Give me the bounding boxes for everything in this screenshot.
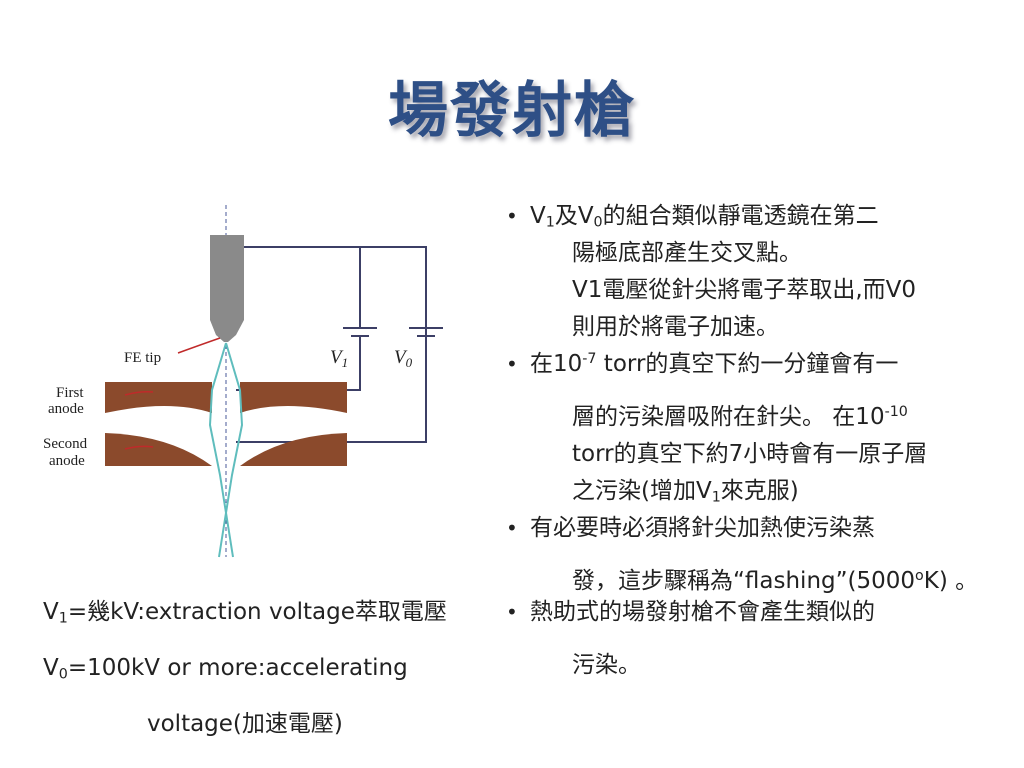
v1-letter: V: [330, 347, 344, 368]
bullet-1-line-1: V1及V0的組合類似靜電透鏡在第二: [530, 198, 1010, 235]
text: 層的污染層吸附在針尖。 在10: [572, 404, 885, 430]
bullet-item-1: • V1及V0的組合類似靜電透鏡在第二 陽極底部產生交叉點。 V1電壓從針尖將電…: [500, 198, 1010, 346]
text: torr的真空下約一分鐘會有一: [596, 351, 899, 377]
voltage-definitions: V1=幾kV:extraction voltage萃取電壓 V0=100kV o…: [43, 590, 503, 758]
v0-letter: V: [394, 347, 408, 368]
second-anode-arrow: [124, 445, 154, 450]
bullet-2-line-1: 在10-7 torr的真空下約一分鐘會有一: [530, 346, 1010, 383]
v0-subscript: 0: [406, 355, 413, 370]
second-anode-label-1: Second: [43, 436, 88, 452]
bullet-item-4: • 熱助式的場發射槍不會產生類似的 污染。: [500, 594, 1010, 684]
superscript: -7: [582, 351, 597, 368]
text: 及V: [554, 203, 594, 229]
first-anode-label-1: First: [56, 385, 84, 401]
bullet-4-line-2: 污染。: [572, 652, 641, 678]
bullet-4-line-1: 熱助式的場發射槍不會產生類似的: [530, 599, 875, 625]
v0-definition: V0=100kV or more:accelerating: [43, 646, 503, 702]
second-anode-left: [105, 433, 212, 466]
text: 來克服): [720, 478, 799, 504]
superscript: -10: [884, 404, 908, 421]
spacer: [530, 383, 1010, 399]
field-emission-gun-diagram: FE tip First anode Second anode V1 V0: [43, 205, 443, 558]
fe-tip-label: FE tip: [124, 350, 161, 366]
bullet-2-line-4: 之污染(增加V1來克服): [530, 473, 1010, 510]
first-anode-left: [105, 382, 212, 413]
v1-subscript: 1: [342, 355, 349, 370]
subscript: 0: [58, 666, 68, 683]
bullet-3-line-2: 發，這步驟稱為“flashing”(5000oK) 。: [530, 563, 1010, 600]
text: V: [530, 203, 546, 229]
subscript: 0: [593, 214, 603, 231]
text: 之污染(增加V: [572, 478, 712, 504]
first-anode-arrow: [124, 391, 154, 396]
bullet-2-line-2: 層的污染層吸附在針尖。 在10-10: [530, 399, 1010, 436]
bullet-3-line-1: 有必要時必須將針尖加熱使污染蒸: [530, 515, 875, 541]
text: V: [43, 655, 59, 681]
text: 發，這步驟稱為“flashing”(5000: [572, 568, 916, 594]
subscript: 1: [545, 214, 555, 231]
bullet-item-2: • 在10-7 torr的真空下約一分鐘會有一 層的污染層吸附在針尖。 在10-…: [500, 346, 1010, 510]
text: =100kV or more:accelerating: [67, 655, 408, 681]
bullet-marker: •: [506, 204, 518, 228]
bullet-marker: •: [506, 516, 518, 540]
circuit-wires: [236, 246, 427, 443]
v0-definition-continued: voltage(加速電壓): [147, 711, 343, 737]
electron-beam: [208, 342, 244, 558]
v1-label: V1: [330, 347, 348, 370]
label-arrows: [124, 337, 221, 450]
bullet-marker: •: [506, 352, 518, 376]
superscript: o: [915, 568, 924, 585]
bullet-item-3: • 有必要時必須將針尖加熱使污染蒸 發，這步驟稱為“flashing”(5000…: [500, 510, 1010, 600]
spacer: [530, 547, 1010, 563]
bullet-1-line-2: 陽極底部產生交叉點。: [572, 240, 802, 266]
v0-label: V0: [394, 347, 413, 370]
bullet-1-line-4: 則用於將電子加速。: [572, 314, 779, 340]
bullet-1-line-3: V1電壓從針尖將電子萃取出,而V0: [572, 277, 917, 303]
spacer: [530, 631, 1010, 647]
slide-title: 場發射槍: [388, 76, 636, 146]
first-anode-label-2: anode: [48, 401, 84, 417]
text: 在10: [530, 351, 583, 377]
fe-tip-arrow: [177, 337, 221, 354]
text: 的組合類似靜電透鏡在第二: [602, 203, 879, 229]
first-anode-right: [240, 382, 347, 413]
bullet-2-line-3: torr的真空下約7小時會有一原子層: [572, 441, 928, 467]
bullet-marker: •: [506, 600, 518, 624]
text: =幾kV:extraction voltage萃取電壓: [67, 599, 447, 625]
bullet-list: • V1及V0的組合類似靜電透鏡在第二 陽極底部產生交叉點。 V1電壓從針尖將電…: [500, 198, 1010, 684]
second-anode-right: [240, 433, 347, 466]
second-anode-label-2: anode: [49, 453, 85, 469]
subscript: 1: [58, 610, 68, 627]
text: V: [43, 599, 59, 625]
subscript: 1: [711, 489, 721, 506]
text: K) 。: [923, 568, 979, 594]
v1-definition: V1=幾kV:extraction voltage萃取電壓: [43, 590, 503, 646]
voltage-sources: [343, 327, 443, 342]
fe-tip: [210, 235, 244, 342]
